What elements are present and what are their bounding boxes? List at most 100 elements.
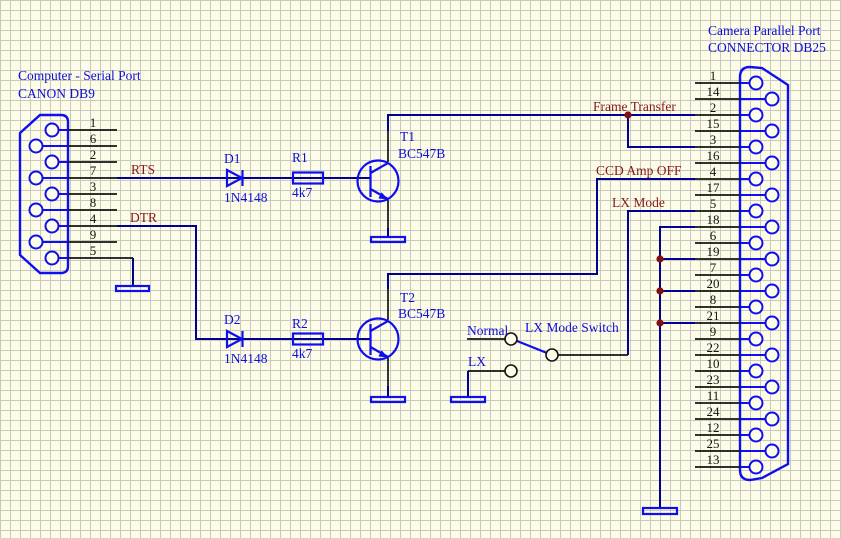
switch-contact-common [545, 348, 559, 362]
db25-pin-number: 4 [710, 164, 717, 179]
d1-value: 1N4148 [224, 190, 268, 205]
db9-pin-number: 2 [90, 147, 97, 162]
db25-pin-number: 18 [707, 212, 720, 227]
t2-ref: T2 [400, 290, 415, 305]
db25-pin-circle [764, 91, 780, 107]
d2-ref: D2 [224, 312, 241, 327]
db9-pin-number: 7 [90, 163, 97, 178]
db25-pin-number: 2 [710, 100, 717, 115]
db25-pin-number: 9 [710, 324, 717, 339]
net-label-dtr: DTR [130, 210, 157, 225]
ground-symbol-db9 [114, 284, 151, 293]
db9-title-line1: Computer - Serial Port [18, 68, 141, 83]
junction-dot [624, 111, 632, 119]
db9-title-line2: CANON DB9 [18, 86, 95, 101]
r1-value: 4k7 [292, 185, 313, 200]
diode-d2 [225, 329, 245, 349]
db25-pin-number: 15 [707, 116, 720, 131]
db25-pin-circle [748, 75, 764, 91]
db25-pin-circle [764, 155, 780, 171]
ccd-amp-off-wire [387, 178, 695, 289]
db9-pin-circle [28, 234, 44, 250]
switch-contact-lx [504, 364, 518, 378]
lx-mode-switch [504, 332, 559, 378]
switch-arm [516, 339, 548, 355]
db9-pin-circle [44, 250, 60, 266]
switch-contact-normal [504, 332, 518, 346]
frame-transfer-wire [387, 114, 695, 131]
db25-pin-number: 6 [710, 228, 717, 243]
frame-transfer-branch-pin3 [627, 115, 695, 148]
db9-pin-number: 8 [90, 195, 97, 210]
db25-pin-circle [748, 363, 764, 379]
switch-title: LX Mode Switch [525, 320, 619, 335]
transistor-t2 [356, 317, 400, 361]
net-label-lx-mode: LX Mode [612, 195, 665, 210]
lx-mode-wire [627, 210, 695, 355]
db25-pin-number: 12 [707, 420, 720, 435]
t1-value: BC547B [398, 146, 445, 161]
db25-pin-number: 13 [707, 452, 720, 467]
db9-pin-number: 9 [90, 227, 97, 242]
db25-pin-number: 22 [707, 340, 720, 355]
db25-pin-number: 14 [707, 84, 721, 99]
db9-pin-circle [44, 218, 60, 234]
db25-pin-number: 5 [710, 196, 717, 211]
db9-pin-number: 5 [90, 243, 97, 258]
junction-dot [656, 255, 664, 263]
labels: Computer - Serial Port CANON DB9 Camera … [18, 23, 826, 369]
junction-dot [656, 287, 664, 295]
transistor-circle [356, 159, 400, 203]
ground-symbol-db25 [641, 506, 679, 516]
wires [117, 114, 695, 508]
d2-value: 1N4148 [224, 351, 268, 366]
db9-pin-number: 6 [90, 131, 97, 146]
db25-pin-circle [764, 187, 780, 203]
d1-ref: D1 [224, 151, 241, 166]
db25-title-line1: Camera Parallel Port [708, 23, 821, 38]
net-label-ccd-amp-off: CCD Amp OFF [596, 163, 682, 178]
db25-ground-bus [659, 226, 695, 508]
transistor-collector [369, 320, 389, 332]
db25-pin-number: 21 [707, 308, 720, 323]
db25-pin-circle [748, 299, 764, 315]
db25-pin-number: 10 [707, 356, 720, 371]
transistor-circle [356, 317, 400, 361]
net-label-frame-transfer: Frame Transfer [593, 99, 676, 114]
db9-connector: 1 6 2 7 3 8 4 9 5 [18, 113, 133, 275]
db25-pin-number: 3 [710, 132, 717, 147]
db9-pin-circle [44, 154, 60, 170]
ground-symbols [114, 235, 679, 516]
db9-pin-circle [28, 138, 44, 154]
resistor-r2 [291, 332, 325, 346]
dtr-wire [117, 225, 370, 340]
db25-connector-body [738, 65, 790, 482]
db25-pin-circle [748, 427, 764, 443]
db9-connector-body [18, 113, 70, 275]
db25-pin-number: 7 [710, 260, 717, 275]
db25-pin-circle [748, 235, 764, 251]
db25-connector: 1 14 2 15 3 16 4 17 5 18 6 19 7 20 8 21 … [695, 65, 790, 482]
db25-pin-number: 16 [707, 148, 721, 163]
diode-d1 [225, 168, 245, 188]
db9-pin-circle [28, 202, 44, 218]
db9-pin-number: 3 [90, 179, 97, 194]
db25-pin-number: 19 [707, 244, 720, 259]
db25-pin-number: 20 [707, 276, 720, 291]
transistor-emitter-arrow [378, 350, 388, 358]
diode-triangle [225, 329, 245, 349]
db25-title-line2: CONNECTOR DB25 [708, 40, 826, 55]
db9-pin-circle [44, 122, 60, 138]
db25-pin-circle [748, 171, 764, 187]
db25-pin-circle [748, 395, 764, 411]
db25-pin-circle [764, 219, 780, 235]
db25-pin-circle [764, 379, 780, 395]
db25-pin-circle [764, 443, 780, 459]
db25-pin-number: 17 [707, 180, 721, 195]
resistor-body [291, 171, 325, 185]
net-label-rts: RTS [131, 162, 155, 177]
junction-dot [656, 319, 664, 327]
db9-pin-number: 1 [90, 115, 97, 130]
resistor-body [291, 332, 325, 346]
